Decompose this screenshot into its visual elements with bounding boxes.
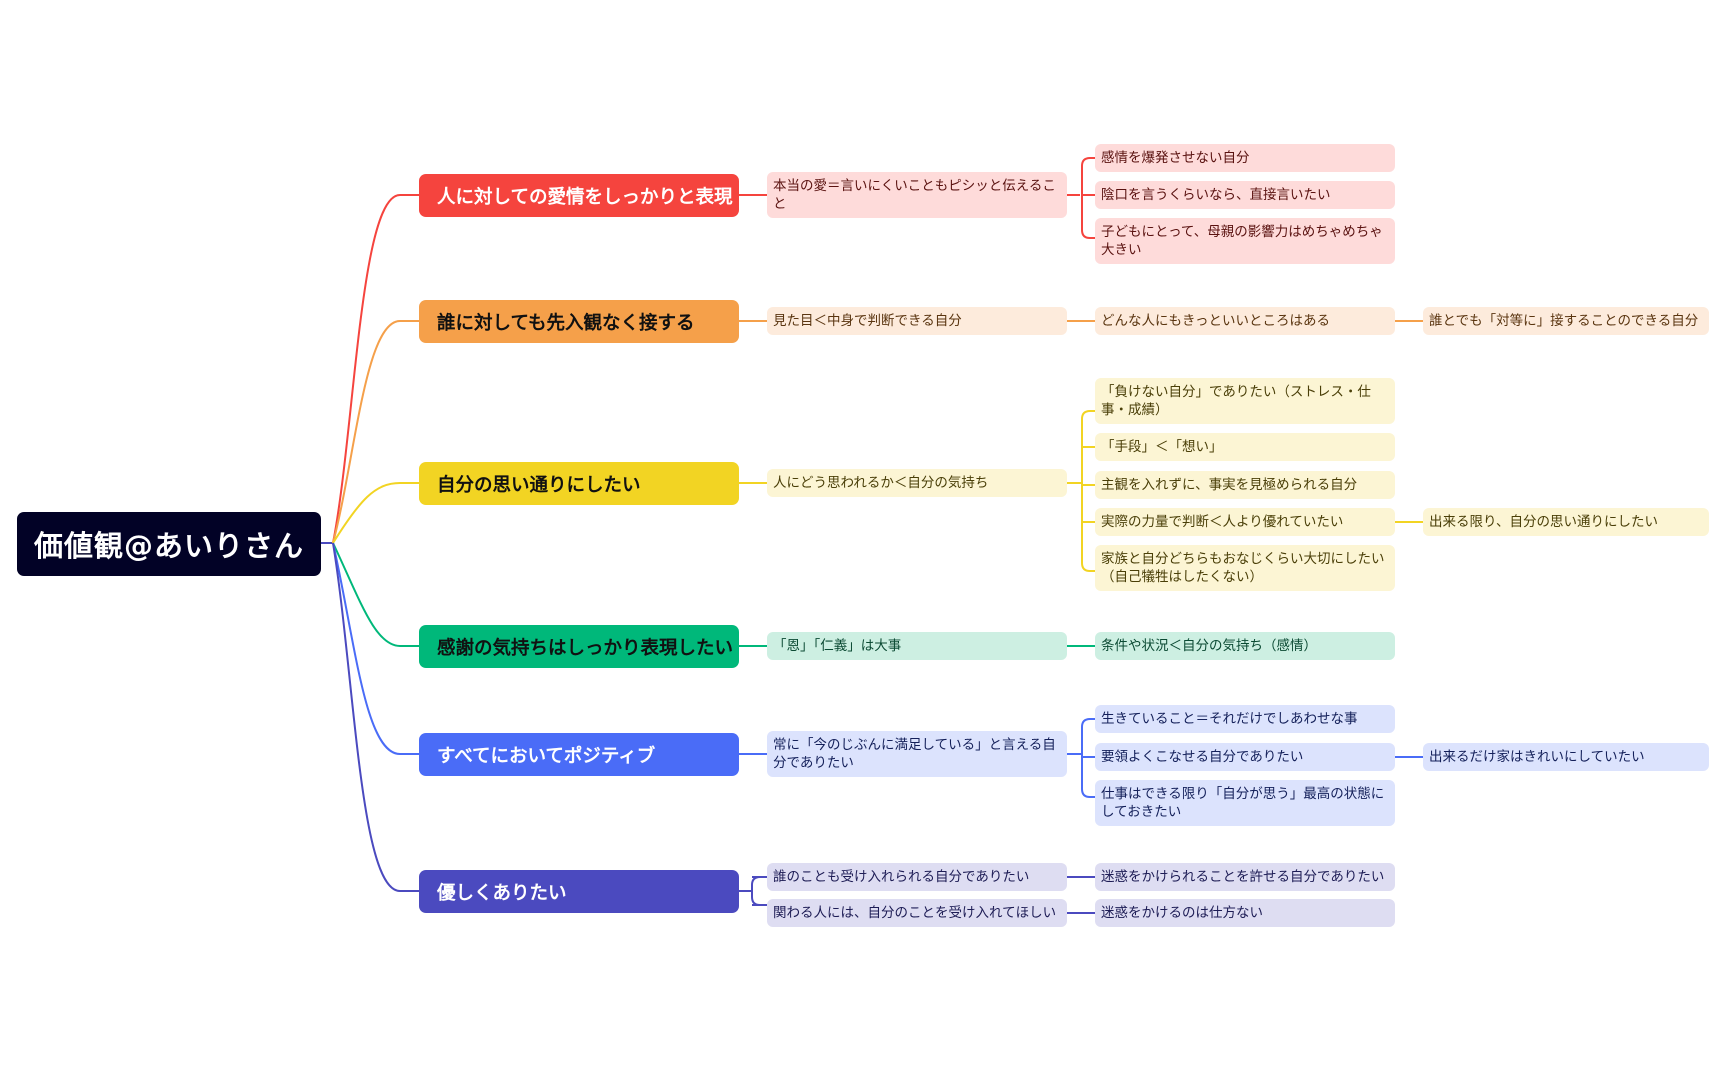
topic-node[interactable]: 誰のことも受け入れられる自分でありたい	[767, 863, 1067, 891]
branch-label: すべてにおいてポジティブ	[437, 745, 656, 767]
topic-label: 主観を入れずに、事実を見極められる自分	[1101, 477, 1358, 493]
branch-label: 自分の思い通りにしたい	[437, 474, 641, 496]
root-label: 価値観@あいりさん	[33, 529, 304, 563]
topic-node[interactable]: 迷惑をかけられることを許せる自分でありたい	[1095, 863, 1395, 891]
branch-kindness[interactable]: 優しくありたい	[419, 870, 739, 913]
topic-node[interactable]: 「手段」＜「想い」	[1095, 433, 1395, 461]
topic-label: 迷惑をかけるのは仕方ない	[1101, 905, 1263, 921]
branch-label: 感謝の気持ちはしっかり表現したい	[437, 637, 734, 659]
topic-label: 見た目＜中身で判断できる自分	[773, 313, 962, 329]
topic-label: 「恩」「仁義」は大事	[773, 638, 902, 654]
topic-node[interactable]: 子どもにとって、母親の影響力はめちゃめちゃ大きい	[1095, 218, 1395, 264]
branch-no-prejudice[interactable]: 誰に対しても先入観なく接する	[419, 300, 739, 343]
topic-node[interactable]: 「恩」「仁義」は大事	[767, 632, 1067, 660]
topic-node[interactable]: 生きていること＝それだけでしあわせな事	[1095, 705, 1395, 733]
branch-positive[interactable]: すべてにおいてポジティブ	[419, 733, 739, 776]
topic-label: 家族と自分どちらもおなじくらい大切にしたい（自己犠牲はしたくない）	[1101, 551, 1385, 585]
topic-label: 誰とでも「対等に」接することのできる自分	[1429, 313, 1699, 329]
topic-label: 出来るだけ家はきれいにしていたい	[1429, 749, 1645, 765]
topic-label: 要領よくこなせる自分でありたい	[1101, 749, 1304, 765]
topic-node[interactable]: 常に「今のじぶんに満足している」と言える自分でありたい	[767, 731, 1067, 777]
topic-node[interactable]: 「負けない自分」でありたい（ストレス・仕事・成績）	[1095, 378, 1395, 424]
topic-label: 誰のことも受け入れられる自分でありたい	[773, 869, 1030, 885]
root-node[interactable]: 価値観@あいりさん	[17, 512, 321, 576]
topic-label: 感情を爆発させない自分	[1101, 150, 1250, 166]
topic-label: 迷惑をかけられることを許せる自分でありたい	[1101, 869, 1385, 885]
topic-node[interactable]: 要領よくこなせる自分でありたい	[1095, 743, 1395, 771]
topic-label: 本当の愛＝言いにくいこともピシッと伝えること	[773, 178, 1056, 212]
topic-node[interactable]: どんな人にもきっといいところはある	[1095, 307, 1395, 335]
topic-label: 「手段」＜「想い」	[1101, 439, 1223, 455]
branch-my-way[interactable]: 自分の思い通りにしたい	[419, 462, 739, 505]
branch-label: 誰に対しても先入観なく接する	[437, 312, 695, 334]
topic-node[interactable]: 主観を入れずに、事実を見極められる自分	[1095, 471, 1395, 499]
topic-label: 関わる人には、自分のことを受け入れてほしい	[773, 905, 1057, 921]
topic-node[interactable]: 見た目＜中身で判断できる自分	[767, 307, 1067, 335]
branch-label: 優しくありたい	[437, 882, 567, 904]
topic-node[interactable]: 出来るだけ家はきれいにしていたい	[1423, 743, 1709, 771]
topic-node[interactable]: 感情を爆発させない自分	[1095, 144, 1395, 172]
topic-label: 生きていること＝それだけでしあわせな事	[1101, 711, 1358, 727]
topic-node[interactable]: 条件や状況＜自分の気持ち（感情）	[1095, 632, 1395, 660]
topic-node[interactable]: 陰口を言うくらいなら、直接言いたい	[1095, 181, 1395, 209]
topic-label: 出来る限り、自分の思い通りにしたい	[1429, 514, 1658, 530]
topic-node[interactable]: 誰とでも「対等に」接することのできる自分	[1423, 307, 1709, 335]
topic-node[interactable]: 本当の愛＝言いにくいこともピシッと伝えること	[767, 172, 1067, 218]
topic-label: 陰口を言うくらいなら、直接言いたい	[1101, 187, 1331, 203]
branch-love-expression[interactable]: 人に対しての愛情をしっかりと表現	[419, 174, 739, 217]
branch-gratitude[interactable]: 感謝の気持ちはしっかり表現したい	[419, 625, 739, 668]
topic-node[interactable]: 実際の力量で判断＜人より優れていたい	[1095, 508, 1395, 536]
topic-label: 実際の力量で判断＜人より優れていたい	[1101, 514, 1344, 530]
topic-label: 子どもにとって、母親の影響力はめちゃめちゃ大きい	[1101, 224, 1383, 258]
topic-node[interactable]: 人にどう思われるか＜自分の気持ち	[767, 469, 1067, 497]
topic-label: 常に「今のじぶんに満足している」と言える自分でありたい	[773, 737, 1056, 771]
topic-node[interactable]: 関わる人には、自分のことを受け入れてほしい	[767, 899, 1067, 927]
topic-node[interactable]: 家族と自分どちらもおなじくらい大切にしたい（自己犠牲はしたくない）	[1095, 545, 1395, 591]
topic-label: 「負けない自分」でありたい（ストレス・仕事・成績）	[1101, 384, 1371, 418]
topic-label: 条件や状況＜自分の気持ち（感情）	[1101, 638, 1317, 654]
topic-label: 仕事はできる限り「自分が思う」最高の状態にしておきたい	[1101, 786, 1385, 820]
topic-label: 人にどう思われるか＜自分の気持ち	[773, 475, 989, 491]
topic-node[interactable]: 出来る限り、自分の思い通りにしたい	[1423, 508, 1709, 536]
topic-node[interactable]: 仕事はできる限り「自分が思う」最高の状態にしておきたい	[1095, 780, 1395, 826]
topic-label: どんな人にもきっといいところはある	[1101, 313, 1330, 329]
topic-node[interactable]: 迷惑をかけるのは仕方ない	[1095, 899, 1395, 927]
branch-label: 人に対しての愛情をしっかりと表現	[437, 186, 733, 208]
